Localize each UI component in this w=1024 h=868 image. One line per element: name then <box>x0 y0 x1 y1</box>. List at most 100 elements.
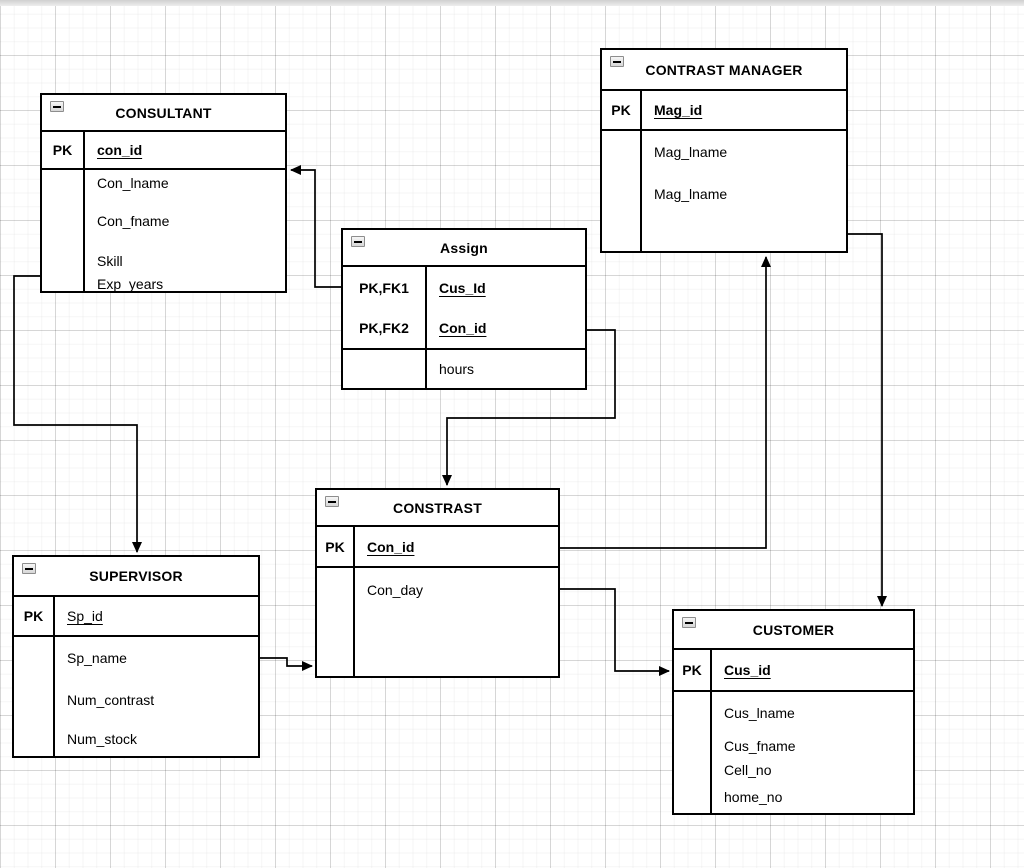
attribute-row[interactable]: hours <box>343 350 585 388</box>
key-field-name: con_id <box>97 142 143 158</box>
minus-icon <box>53 105 61 108</box>
key-row[interactable]: PK,FK1 Cus_Id <box>343 267 585 308</box>
key-tag: PK,FK2 <box>343 308 427 348</box>
attribute-row[interactable]: Num_contrast <box>14 679 258 721</box>
attribute-name: Mag_lname <box>654 186 728 202</box>
key-column-spacer <box>674 734 712 758</box>
key-row[interactable]: PK,FK2 Con_id <box>343 308 585 350</box>
connector-contrast-manager-customer[interactable] <box>848 233 887 607</box>
entity-header[interactable]: CONSTRAST <box>317 490 558 527</box>
key-column-spacer <box>602 173 642 215</box>
entity-supervisor[interactable]: SUPERVISOR PK Sp_id Sp_name Num_contrast… <box>12 555 260 758</box>
key-column-spacer <box>674 692 712 734</box>
connector-constrast-contrast-manager[interactable] <box>560 256 771 549</box>
attribute-row[interactable]: Cus_fname <box>674 734 913 758</box>
window-top-edge <box>0 0 1024 6</box>
attribute-name: Con_fname <box>97 213 170 229</box>
minus-icon <box>685 621 693 624</box>
connector-consultant-supervisor[interactable] <box>13 275 142 553</box>
entity-header[interactable]: Assign <box>343 230 585 267</box>
attribute-row[interactable]: Con_day <box>317 568 558 612</box>
attribute-row[interactable]: Sp_name <box>14 637 258 679</box>
attribute-name: home_no <box>724 789 783 805</box>
attribute-name: hours <box>439 361 475 377</box>
key-row[interactable]: PK Cus_id <box>674 650 913 692</box>
attribute-row[interactable]: Exp_years <box>42 276 285 292</box>
collapse-minus-icon[interactable] <box>50 101 64 112</box>
entity-header[interactable]: CONSULTANT <box>42 95 285 132</box>
attribute-row[interactable]: Con_lname <box>42 170 285 196</box>
attribute-name: Num_stock <box>67 730 138 747</box>
entity-header[interactable]: SUPERVISOR <box>14 557 258 597</box>
collapse-minus-icon[interactable] <box>351 236 365 247</box>
collapse-minus-icon[interactable] <box>610 56 624 67</box>
entity-assign[interactable]: Assign PK,FK1 Cus_Id PK,FK2 Con_id hours <box>341 228 587 390</box>
attribute-name: Con_day <box>367 582 424 598</box>
minus-icon <box>613 60 621 63</box>
attribute-row[interactable]: Cell_no <box>674 758 913 781</box>
entity-title: CUSTOMER <box>752 621 835 638</box>
minus-icon <box>25 567 33 570</box>
key-tag: PK,FK1 <box>343 267 427 308</box>
attribute-name: Sp_name <box>67 650 127 666</box>
attribute-row[interactable]: Mag_lname <box>602 131 846 173</box>
entity-title: CONSULTANT <box>115 104 212 121</box>
key-row[interactable]: PK Mag_id <box>602 91 846 131</box>
collapse-minus-icon[interactable] <box>22 563 36 574</box>
entity-header[interactable]: CONTRAST MANAGER <box>602 50 846 91</box>
connector-assign-constrast[interactable] <box>442 329 616 486</box>
minus-icon <box>328 500 336 503</box>
minus-icon <box>354 240 362 243</box>
key-column-spacer <box>317 612 355 676</box>
attribute-name: Mag_lname <box>654 144 728 160</box>
entity-title: SUPERVISOR <box>89 568 183 584</box>
key-column-spacer <box>14 721 55 756</box>
key-row[interactable]: PK Con_id <box>317 527 558 568</box>
key-column-spacer <box>674 758 712 781</box>
key-tag: PK <box>317 527 355 566</box>
attribute-row[interactable]: Num_stock <box>14 721 258 756</box>
attribute-row[interactable]: Mag_lname <box>602 173 846 215</box>
key-tag: PK <box>602 91 642 129</box>
attribute-name: Cus_fname <box>724 738 796 754</box>
attribute-row[interactable]: Con_fname <box>42 196 285 246</box>
attribute-name: Num_contrast <box>67 692 155 708</box>
connector-supervisor-constrast[interactable] <box>260 657 313 671</box>
entity-customer[interactable]: CUSTOMER PK Cus_id Cus_lname Cus_fname C… <box>672 609 915 815</box>
key-column-spacer <box>674 781 712 813</box>
key-column-spacer <box>317 568 355 612</box>
attribute-row[interactable]: Skill <box>42 246 285 276</box>
key-field-name: Con_id <box>367 538 415 555</box>
attribute-row[interactable]: Cus_lname <box>674 692 913 734</box>
key-tag: PK <box>14 597 55 635</box>
key-row[interactable]: PK Sp_id <box>14 597 258 637</box>
attribute-row[interactable] <box>317 612 558 676</box>
entity-header[interactable]: CUSTOMER <box>674 611 913 650</box>
key-column-spacer <box>343 350 427 388</box>
attribute-row[interactable] <box>602 215 846 251</box>
collapse-minus-icon[interactable] <box>682 617 696 628</box>
key-field-name: Mag_id <box>654 102 703 118</box>
attribute-row[interactable]: home_no <box>674 781 913 813</box>
key-tag: PK <box>674 650 712 690</box>
attribute-name: Skill <box>97 253 123 269</box>
key-column-spacer <box>14 637 55 679</box>
key-tag: PK <box>42 132 85 168</box>
attribute-name: Cus_lname <box>724 705 795 721</box>
connector-assign-consultant[interactable] <box>290 165 341 288</box>
entity-title: CONTRAST MANAGER <box>645 61 803 78</box>
key-column-spacer <box>42 246 85 276</box>
attribute-name: Cell_no <box>724 761 772 778</box>
collapse-minus-icon[interactable] <box>325 496 339 507</box>
key-field-name: Sp_id <box>67 608 103 624</box>
key-column-spacer <box>42 276 85 292</box>
entity-title: CONSTRAST <box>393 499 482 516</box>
attribute-name: Exp_years <box>97 276 164 292</box>
entity-contrast-manager[interactable]: CONTRAST MANAGER PK Mag_id Mag_lname Mag… <box>600 48 848 253</box>
key-column-spacer <box>602 215 642 251</box>
connector-constrast-customer[interactable] <box>560 588 670 676</box>
key-row[interactable]: PK con_id <box>42 132 285 170</box>
entity-consultant[interactable]: CONSULTANT PK con_id Con_lname Con_fname… <box>40 93 287 293</box>
entity-constrast[interactable]: CONSTRAST PK Con_id Con_day <box>315 488 560 678</box>
